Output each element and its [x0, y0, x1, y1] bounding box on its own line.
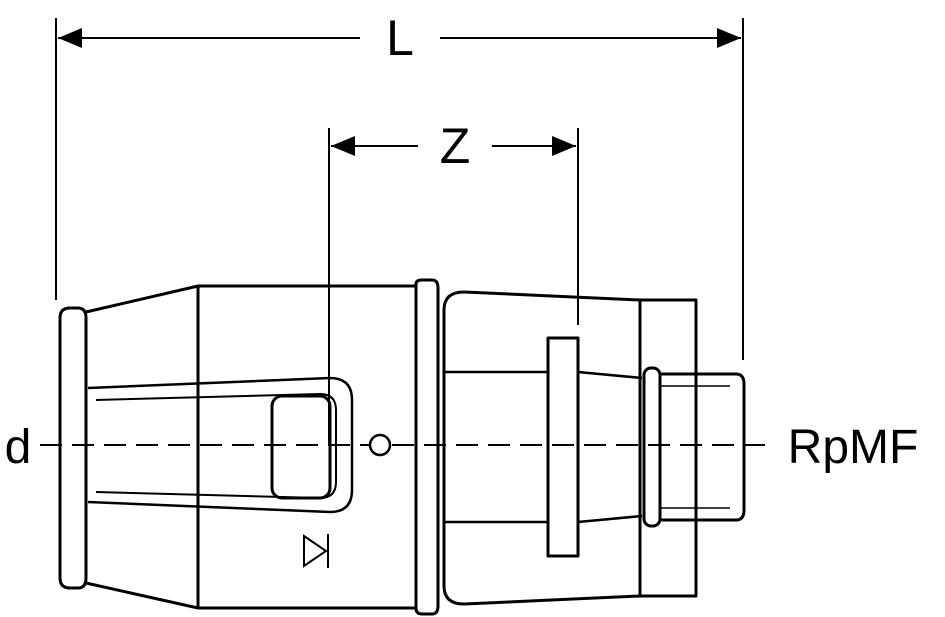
o-ring	[642, 366, 662, 528]
pipe-diameter-label: d	[5, 421, 32, 474]
dimension-label-l: L	[386, 10, 414, 66]
thread-size-label: RpMF	[788, 421, 919, 474]
thread-body	[442, 290, 642, 606]
dimension-label-z: Z	[440, 118, 471, 174]
centre-circle-icon	[368, 433, 392, 457]
shank-top	[577, 370, 643, 380]
hex-flange	[546, 336, 580, 558]
clip-frame	[87, 376, 354, 514]
end-housing	[640, 298, 698, 598]
shank-bottom	[577, 514, 643, 524]
conical-cap	[85, 284, 200, 610]
fitting-body	[58, 278, 746, 616]
collar-ring	[414, 278, 440, 616]
release-button	[270, 394, 332, 500]
left-end-ring	[58, 306, 88, 590]
threaded-spigot	[660, 372, 746, 522]
dimension-l: L	[55, 10, 744, 360]
direction-arrow-icon	[303, 534, 329, 568]
dimension-z: Z	[328, 118, 579, 445]
